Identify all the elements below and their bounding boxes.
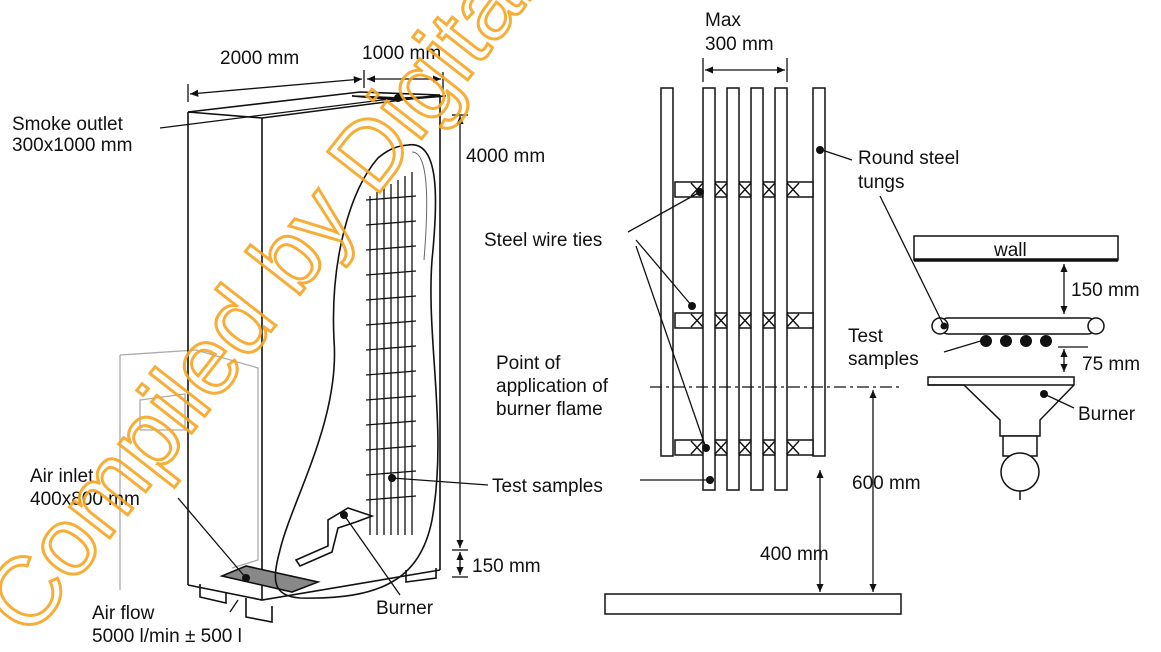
width-label: 2000 mm (220, 48, 299, 69)
max-label-line1: Max (705, 10, 741, 31)
point-label-line2: application of (496, 376, 609, 397)
section-figure (913, 235, 1119, 500)
chamber-foot-right (405, 568, 437, 583)
rack-dimensions (650, 58, 900, 592)
height-label: 4000 mm (466, 146, 545, 167)
section-test-samples-line2: samples (848, 349, 919, 370)
air-inlet-label-line2: 400x800 mm (30, 489, 140, 510)
steel-wire-ties-label: Steel wire ties (484, 230, 602, 251)
chamber-burner (294, 507, 375, 568)
air-inlet-label-line1: Air inlet (30, 466, 94, 487)
section-burner-label: Burner (1078, 404, 1136, 425)
gap-75-label: 75 mm (1082, 354, 1140, 375)
smoke-outlet-label-line2: 300x1000 mm (12, 135, 132, 156)
sample-bar-4 (774, 87, 788, 491)
wall-block (913, 235, 1119, 261)
wall-label: wall (993, 240, 1027, 261)
test-samples-label: Test samples (492, 476, 603, 497)
test-sample-curtain (274, 144, 439, 599)
section-dimensions (1058, 264, 1088, 372)
chamber-leaders (159, 97, 489, 613)
air-flow-label-line2: 5000 l/min ± 500 l (92, 626, 242, 647)
depth-label: 1000 mm (362, 43, 441, 64)
section-test-samples-line1: Test (848, 326, 884, 347)
air-inlet-duct (119, 349, 259, 590)
rack-leaders (627, 149, 853, 481)
max-label-line2: 300 mm (705, 34, 774, 55)
chamber-top (187, 94, 441, 119)
chamber-foot-left (199, 584, 227, 605)
section-burner-valve (1000, 452, 1040, 492)
sample-bar-1 (702, 87, 716, 491)
round-steel-rung (939, 317, 1097, 335)
round-steel-label-line1: Round steel (858, 148, 959, 169)
base-height-label: 150 mm (472, 556, 541, 577)
chamber-leader-dots (242, 94, 402, 582)
floor-slab (604, 593, 902, 615)
outer-rung-right (812, 87, 826, 457)
section-leaders (879, 195, 1075, 409)
section-sample-dots (980, 335, 1052, 347)
smoke-outlet-label-line1: Smoke outlet (12, 114, 124, 135)
height-600-label: 600 mm (852, 473, 921, 494)
outer-rung-left (660, 87, 674, 457)
chamber-figure (119, 91, 447, 623)
point-label-line3: burner flame (496, 399, 603, 420)
height-400-label: 400 mm (760, 544, 829, 565)
chamber-base (187, 569, 441, 601)
chamber-dimensions (187, 70, 468, 578)
round-steel-label-line2: tungs (858, 172, 904, 193)
air-inlet-opening (219, 565, 321, 593)
watermark: Compiled by Digital Stout (0, 0, 712, 652)
rack-leader-dots (688, 146, 824, 484)
gap-150-label: 150 mm (1071, 280, 1140, 301)
sample-rack-figure (660, 87, 826, 491)
point-label-line1: Point of (496, 353, 561, 374)
section-burner-funnel (927, 376, 1075, 437)
chamber-foot-mid (245, 598, 273, 623)
sample-bar-2 (726, 87, 740, 491)
chamber-burner-label: Burner (376, 598, 434, 619)
air-flow-label-line1: Air flow (92, 603, 155, 624)
sample-bar-3 (750, 87, 764, 491)
